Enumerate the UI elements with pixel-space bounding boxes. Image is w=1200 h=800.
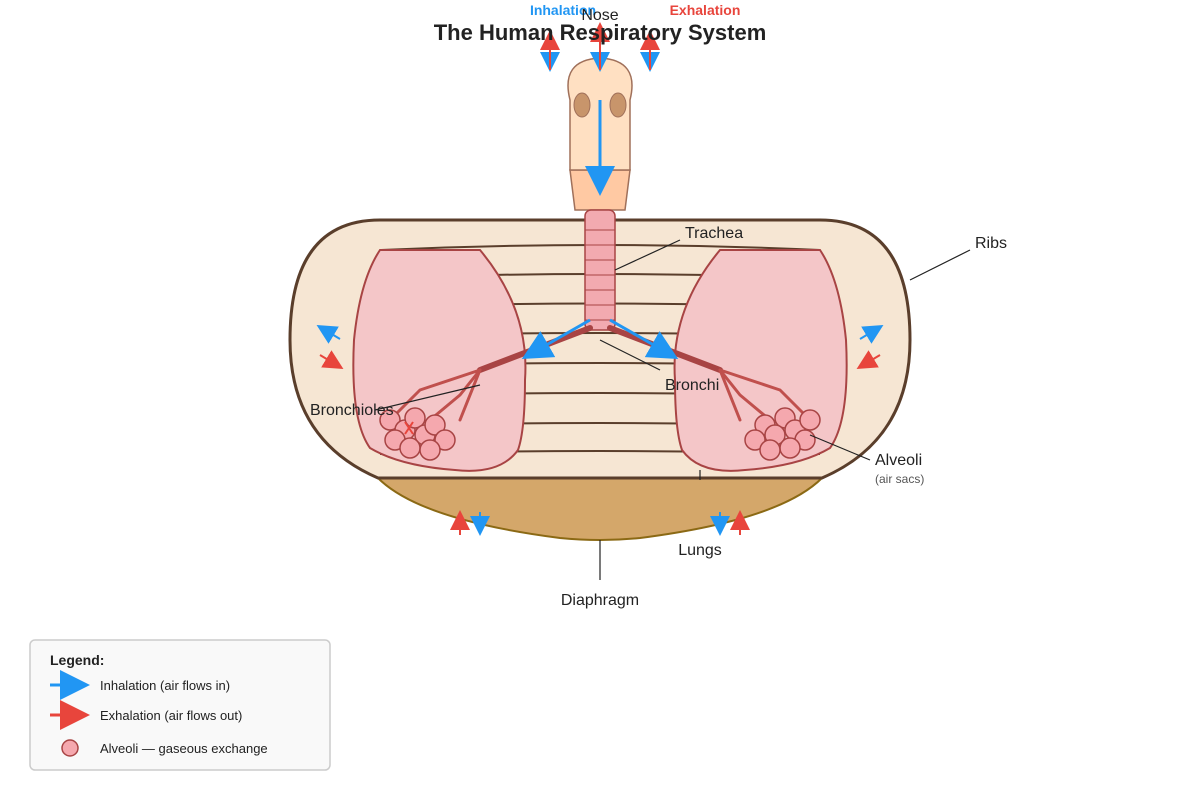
alveolus xyxy=(759,439,781,461)
lungs-label: Lungs xyxy=(678,542,722,559)
diagram-title: The Human Respiratory System xyxy=(434,20,767,45)
inhalation-airway-arrows xyxy=(521,100,679,359)
bronchioles xyxy=(393,368,807,422)
alveolus xyxy=(434,429,456,451)
bronchioles-label: Bronchioles xyxy=(310,402,394,419)
inhalation-label: Inhalation xyxy=(530,2,596,18)
bronchi-label: Bronchi xyxy=(665,377,719,394)
bronchioles-leader xyxy=(374,384,481,411)
alveolus xyxy=(419,439,441,461)
ribs-leader xyxy=(909,249,971,281)
ribs-label: Ribs xyxy=(975,235,1007,252)
right-nostril xyxy=(609,92,627,118)
alveolus xyxy=(744,429,766,451)
alveoli-label: Alveoli xyxy=(875,452,922,469)
legend-item-inhalation: Inhalation (air flows in) xyxy=(100,678,230,693)
alveolus xyxy=(779,437,801,459)
diaphragm-shape xyxy=(375,477,825,541)
bronchi-leader xyxy=(599,339,661,371)
trachea-leader xyxy=(614,239,681,271)
diaphragm-arrows xyxy=(450,510,750,536)
right-alveoli-cluster xyxy=(744,407,821,461)
chest-side-arrows xyxy=(316,324,884,370)
bronchi-inhalation-arrow-right xyxy=(609,318,679,359)
left-chest-exhalation-arrow xyxy=(319,350,344,370)
exhalation-label: Exhalation xyxy=(670,2,741,18)
alveolus xyxy=(399,437,421,459)
trachea-label: Trachea xyxy=(685,225,743,242)
legend: Legend: Inhalation (air flows in) Exhala… xyxy=(29,639,331,771)
right-chest-inhalation-arrow xyxy=(859,324,884,344)
trachea xyxy=(584,209,616,331)
legend-box xyxy=(29,639,331,771)
alveoli-leader xyxy=(809,434,871,461)
right-chest-exhalation-arrow xyxy=(856,350,881,370)
gas-exchange-mark xyxy=(404,421,414,435)
alveoli-sublabel: (air sacs) xyxy=(875,472,924,486)
alveolus-circle-icon xyxy=(61,739,79,757)
diaphragm-label: Diaphragm xyxy=(561,592,639,609)
nose-label: Nose xyxy=(581,7,618,24)
leader-lines xyxy=(374,239,971,580)
alveolus xyxy=(424,414,446,436)
legend-title: Legend: xyxy=(50,652,104,668)
left-chest-inhalation-arrow xyxy=(316,324,341,344)
alveolus xyxy=(799,409,821,431)
left-nostril xyxy=(573,92,591,118)
legend-item-alveoli: Alveoli — gaseous exchange xyxy=(100,741,268,756)
legend-item-exhalation: Exhalation (air flows out) xyxy=(100,708,242,723)
alveolus xyxy=(379,409,401,431)
alveolus xyxy=(404,407,426,429)
nose-arrows xyxy=(540,22,660,72)
left-alveoli-cluster xyxy=(379,407,456,461)
bronchi-inhalation-arrow-left xyxy=(521,318,591,359)
